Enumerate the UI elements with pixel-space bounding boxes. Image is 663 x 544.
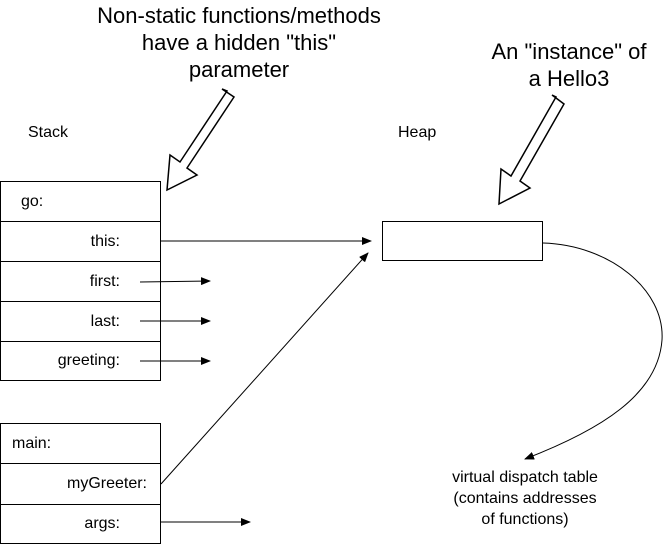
heap-label: Heap: [398, 124, 437, 141]
main-frame-var-mygreeter-label: myGreeter:: [66, 475, 147, 492]
go-frame-var-last-label: last:: [90, 312, 120, 330]
this-parameter-annotation-line-1: Non-static functions/methods: [97, 3, 381, 28]
main-frame-var-args-label: args:: [84, 515, 120, 532]
heap-object-hello3-instance: [382, 221, 543, 261]
go-frame-var-first: first:: [0, 261, 161, 302]
instance-annotation: An "instance" of a Hello3: [479, 38, 659, 92]
vdt-line-1: virtual dispatch table: [452, 469, 598, 486]
main-frame-header: main:: [0, 423, 161, 464]
go-frame-var-greeting: greeting:: [0, 341, 161, 381]
vdt-line-2: (contains addresses: [453, 490, 597, 507]
this-parameter-annotation-line-2: have a hidden "this": [141, 30, 337, 55]
stack-label: Stack: [28, 124, 69, 141]
main-frame-var-mygreeter: myGreeter:: [0, 463, 161, 505]
vdt-line-3: of functions): [481, 511, 569, 528]
mygreeter-to-heap-arrow: [160, 252, 369, 485]
this-parameter-annotation: Non-static functions/methods have a hidd…: [80, 2, 398, 83]
instance-block-arrow: [498, 94, 565, 206]
virtual-dispatch-table-label: virtual dispatch table (contains address…: [430, 467, 620, 530]
go-frame-var-this-label: this:: [90, 232, 120, 250]
this-parameter-annotation-line-3: parameter: [188, 57, 290, 82]
go-frame-var-first-label: first:: [89, 272, 120, 290]
go-frame-var-last: last:: [0, 301, 161, 342]
this-parameter-block-arrow: [166, 88, 236, 192]
go-frame-header: go:: [0, 181, 161, 222]
main-frame-var-args: args:: [0, 504, 161, 544]
go-frame-var-this: this:: [0, 221, 161, 262]
go-frame-header-label: go:: [21, 192, 44, 210]
instance-annotation-line-2: a Hello3: [528, 66, 610, 91]
main-frame-header-label: main:: [12, 434, 52, 452]
instance-annotation-line-1: An "instance" of: [491, 39, 647, 64]
heap-to-vdt-curve-arrow: [524, 242, 663, 460]
go-frame-var-greeting-label: greeting:: [57, 352, 120, 369]
